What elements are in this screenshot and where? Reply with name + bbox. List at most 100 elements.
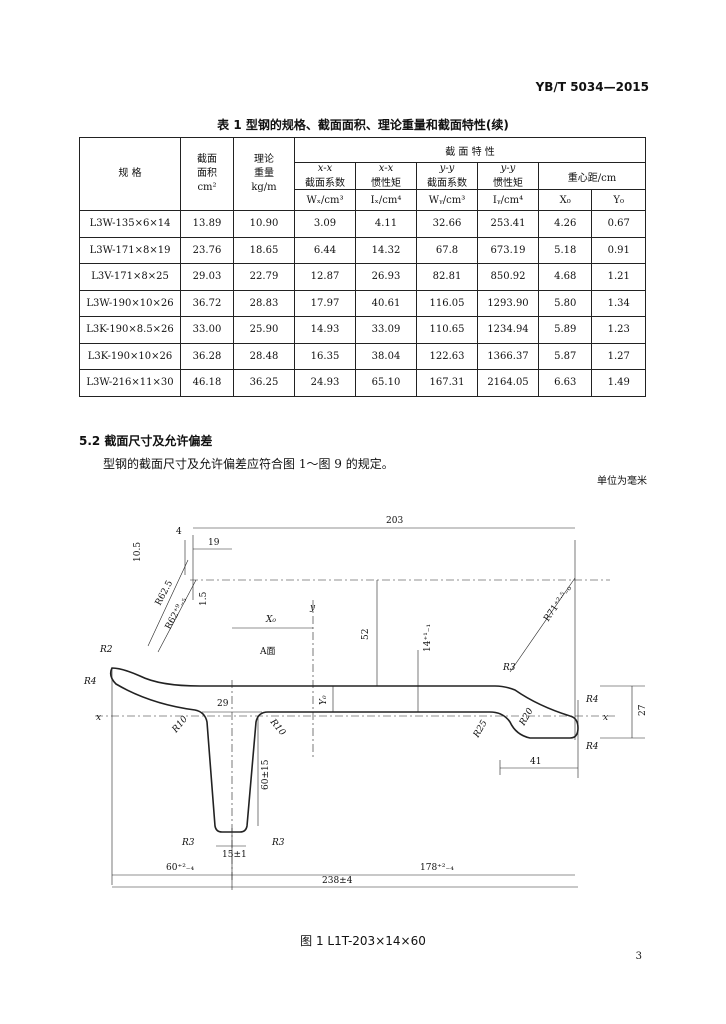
table-cell: 67.8 [416, 236, 478, 264]
dim-r71: R71⁺²·⁵₋₀ [542, 584, 574, 624]
table-cell: 12.87 [294, 263, 356, 291]
header-y0: Y₀ [591, 189, 646, 211]
table-cell: 36.72 [180, 289, 234, 317]
unit-note: 单位为毫米 [597, 476, 647, 487]
label-r3-right: R3 [502, 663, 516, 673]
label-x0: X₀ [265, 615, 276, 625]
label-r10-left: R10 [170, 714, 190, 735]
table-cell: 1.23 [591, 316, 646, 344]
table-cell: 116.05 [416, 289, 478, 317]
table-cell: L3W-171×8×19 [79, 236, 181, 264]
dim-29: 29 [217, 699, 229, 709]
dim-52: 52 [361, 629, 371, 640]
table-cell: 4.68 [537, 263, 593, 291]
table-cell: 2164.05 [477, 369, 539, 397]
dim-19: 19 [208, 538, 220, 548]
table-cell: L3W-216×11×30 [79, 369, 181, 397]
table-cell: 1.21 [591, 263, 646, 291]
dimension-lines [112, 527, 633, 888]
table-cell: 10.90 [233, 210, 295, 238]
header-iy: Iᵧ/cm⁴ [477, 189, 539, 211]
label-r2: R2 [99, 645, 113, 655]
table-cell: 46.18 [180, 369, 234, 397]
header-centroid: 重心距/cm [538, 162, 646, 190]
table-cell: 33.09 [355, 316, 417, 344]
dim-203: 203 [386, 516, 403, 526]
table-cell: 14.93 [294, 316, 356, 344]
table-cell: 4.11 [355, 210, 417, 238]
dim-60-tol: 60⁺²₋₄ [166, 863, 195, 873]
table-cell: 28.48 [233, 342, 295, 370]
table-cell: 65.10 [355, 369, 417, 397]
table-cell: 0.67 [591, 210, 646, 238]
table-cell: 3.09 [294, 210, 356, 238]
table-cell: 40.61 [355, 289, 417, 317]
table-cell: 16.35 [294, 342, 356, 370]
label-r4-bottom: R4 [585, 742, 599, 752]
table-cell: 23.76 [180, 236, 234, 264]
figure-caption: 图 1 L1T-203×14×60 [300, 934, 426, 948]
label-a-face: A面 [259, 646, 276, 657]
table-cell: L3W-190×10×26 [79, 289, 181, 317]
section-body: 型钢的截面尺寸及允许偏差应符合图 1～图 9 的规定。 [103, 457, 394, 471]
table-cell: 24.93 [294, 369, 356, 397]
table-cell: 17.97 [294, 289, 356, 317]
header-wy: Wᵧ/cm³ [416, 189, 478, 211]
profile-outline [109, 667, 579, 833]
dim-15-1: 15±1 [222, 850, 247, 860]
header-wx: Wₓ/cm³ [294, 189, 356, 211]
header-x0: X₀ [537, 189, 593, 211]
dim-41: 41 [530, 757, 541, 767]
header-ix: Iₓ/cm⁴ [355, 189, 417, 211]
table-cell: L3K-190×10×26 [79, 342, 181, 370]
label-y: y [309, 603, 316, 613]
label-r4-left: R4 [83, 677, 97, 687]
dim-178: 178⁺²₋₄ [420, 863, 454, 873]
standard-code: YB/T 5034—2015 [535, 80, 649, 94]
dim-4: 4 [176, 527, 182, 537]
table-cell: 167.31 [416, 369, 478, 397]
table-cell: 82.81 [416, 263, 478, 291]
dim-r62-9: R62⁺⁹₋₅ [164, 596, 189, 632]
header-area: 截面 面积 cm² [180, 137, 234, 211]
table-cell: 5.18 [537, 236, 593, 264]
table-cell: 1293.90 [477, 289, 539, 317]
dim-238: 238±4 [322, 876, 353, 886]
table-cell: 110.65 [416, 316, 478, 344]
table-cell: 14.32 [355, 236, 417, 264]
table-caption: 表 1 型钢的规格、截面面积、理论重量和截面特性(续) [217, 118, 509, 132]
dim-27: 27 [638, 704, 648, 716]
table-cell: L3K-190×8.5×26 [79, 316, 181, 344]
dim-1-5: 1.5 [199, 591, 209, 606]
table-cell: 5.80 [537, 289, 593, 317]
table-cell: L3V-171×8×25 [79, 263, 181, 291]
label-r25: R25 [471, 718, 489, 740]
table-cell: 1.34 [591, 289, 646, 317]
header-section-props: 截 面 特 性 [294, 137, 646, 163]
label-r3-bottom-right: R3 [271, 838, 285, 848]
table-cell: 29.03 [180, 263, 234, 291]
page-number: 3 [635, 951, 642, 962]
table-cell: 22.79 [233, 263, 295, 291]
extension-lines [111, 535, 645, 890]
table-cell: 253.41 [477, 210, 539, 238]
axis-x-left: x [96, 713, 101, 723]
table-cell: 26.93 [355, 263, 417, 291]
table-cell: 33.00 [180, 316, 234, 344]
table-cell: 6.44 [294, 236, 356, 264]
label-r4-top: R4 [585, 695, 599, 705]
table-cell: 1234.94 [477, 316, 539, 344]
table-cell: L3W-135×6×14 [79, 210, 181, 238]
label-r20: R20 [517, 706, 535, 728]
